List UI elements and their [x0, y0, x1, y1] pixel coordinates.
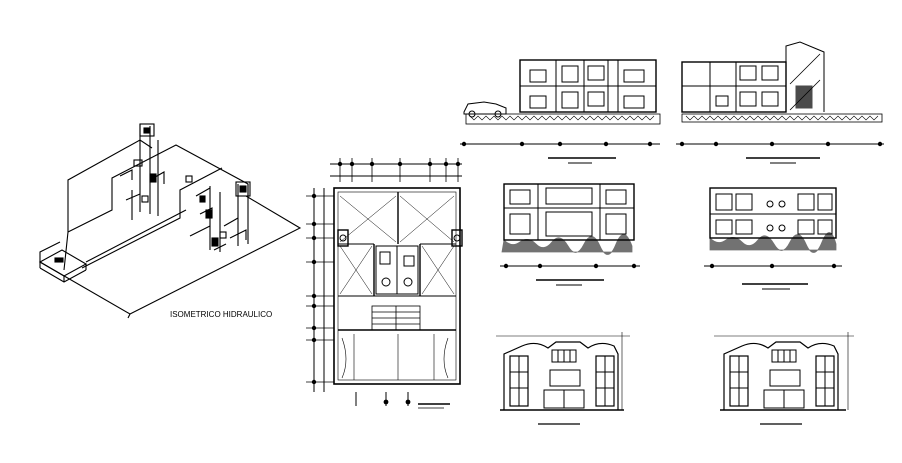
car-symbol [463, 101, 507, 118]
section-elevation-left [460, 59, 661, 164]
isometric-hydraulic-drawing [38, 123, 302, 319]
front-facade-b [714, 332, 854, 425]
cross-section-a [500, 183, 640, 286]
cistern-tank [38, 249, 88, 283]
front-facade-a [496, 332, 630, 425]
isometric-title-label: ISOMETRICO HIDRAULICO [170, 310, 273, 319]
section-elevation-right [676, 41, 884, 164]
stairs [371, 305, 421, 331]
floor-plan [306, 158, 463, 409]
cross-section-b [704, 187, 842, 290]
